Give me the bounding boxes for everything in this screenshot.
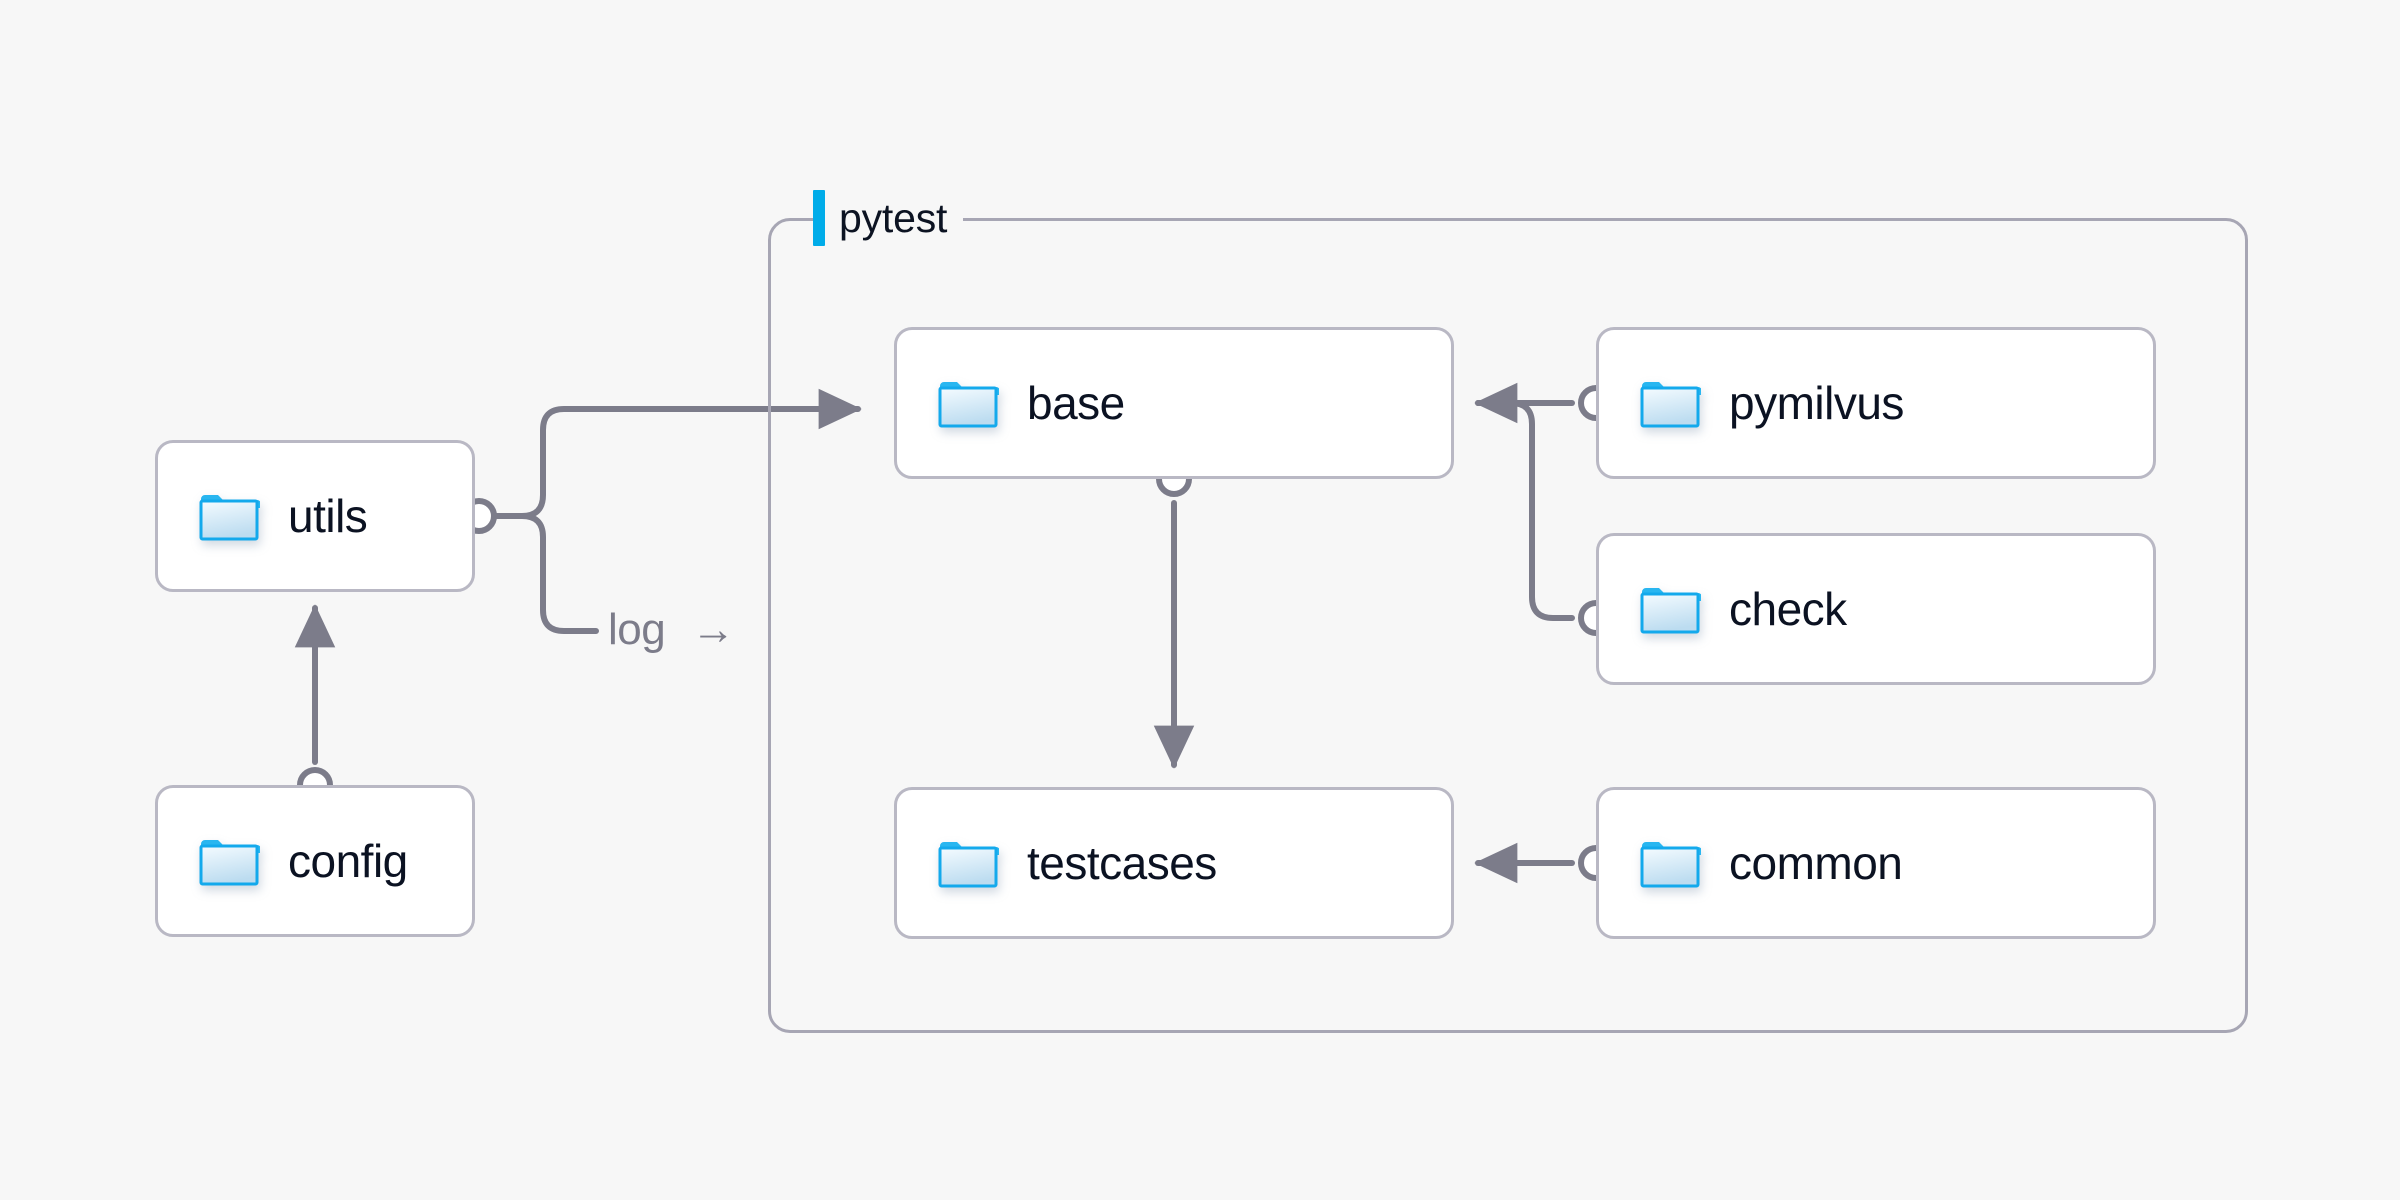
pytest-group-container (768, 218, 2248, 1033)
folder-icon (199, 840, 260, 886)
node-utils[interactable]: utils (155, 440, 475, 592)
node-label-utils: utils (288, 490, 368, 542)
edge-utils-to-log (519, 513, 599, 634)
node-testcases[interactable]: testcases (894, 787, 1454, 939)
pytest-group-label: pytest (813, 187, 964, 249)
edge-label-log-text: log (608, 605, 666, 654)
node-label-pymilvus: pymilvus (1729, 377, 1904, 429)
folder-icon (1640, 588, 1701, 634)
folder-icon (1640, 382, 1701, 428)
node-label-check: check (1729, 583, 1847, 635)
node-base[interactable]: base (894, 327, 1454, 479)
arrow-right-icon: → (691, 605, 735, 654)
node-label-base: base (1027, 377, 1125, 429)
node-config[interactable]: config (155, 785, 475, 937)
folder-icon (199, 495, 260, 541)
folder-icon (938, 842, 999, 888)
node-label-config: config (288, 835, 408, 887)
edge-label-log: log → (608, 605, 735, 655)
group-accent-bar (813, 190, 825, 246)
node-pymilvus[interactable]: pymilvus (1596, 327, 2156, 479)
node-common[interactable]: common (1596, 787, 2156, 939)
group-label-text: pytest (839, 194, 948, 241)
node-label-common: common (1729, 837, 1903, 889)
node-check[interactable]: check (1596, 533, 2156, 685)
folder-icon (1640, 842, 1701, 888)
node-label-testcases: testcases (1027, 837, 1217, 889)
folder-icon (938, 382, 999, 428)
